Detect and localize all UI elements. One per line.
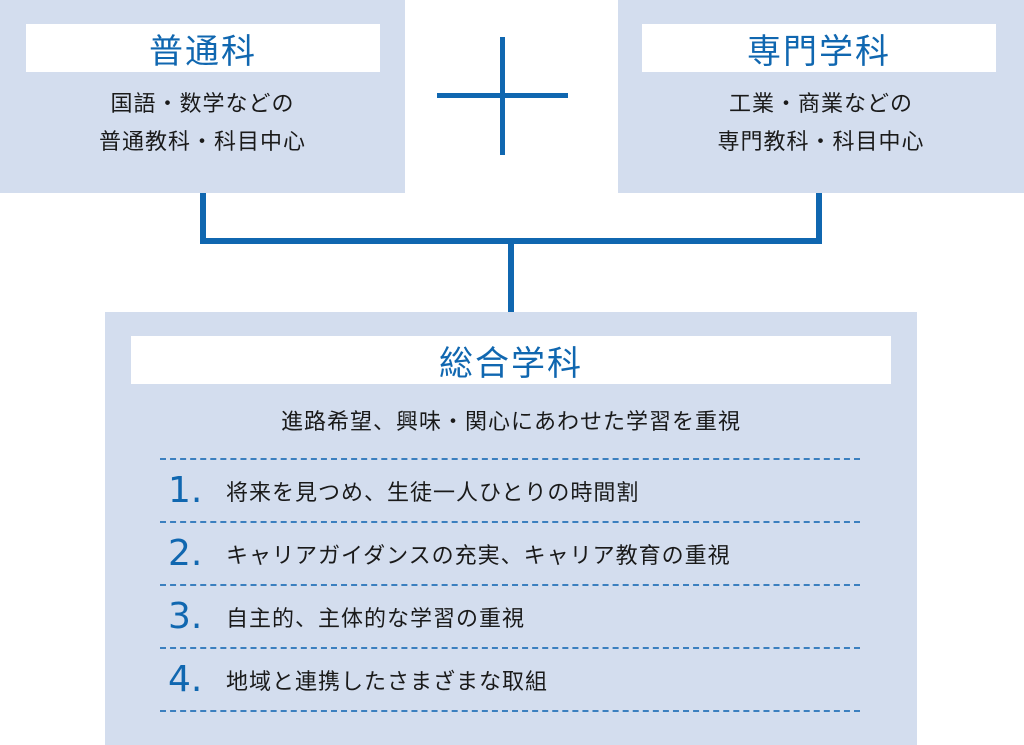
connector-left-vertical	[200, 193, 206, 243]
feature-text: キャリアガイダンスの充実、キャリア教育の重視	[226, 543, 731, 569]
specialized-course-box: 専門学科 工業・商業などの 専門教科・科目中心	[618, 0, 1024, 193]
general-course-description: 国語・数学などの 普通教科・科目中心	[0, 86, 405, 162]
connector-center-vertical	[508, 238, 514, 312]
divider	[160, 710, 860, 712]
specialized-course-title: 専門学科	[642, 24, 996, 72]
general-course-desc-line2: 普通教科・科目中心	[98, 130, 306, 155]
general-course-box: 普通科 国語・数学などの 普通教科・科目中心	[0, 0, 405, 193]
comprehensive-course-title: 総合学科	[131, 336, 891, 384]
feature-list-item: 1. 将来を見つめ、生徒一人ひとりの時間割	[160, 459, 860, 522]
divider	[160, 647, 860, 649]
feature-number: 4.	[168, 659, 203, 700]
specialized-course-desc-line2: 専門教科・科目中心	[717, 130, 925, 155]
connector-right-vertical	[816, 193, 822, 243]
comprehensive-course-intro: 進路希望、興味・関心にあわせた学習を重視	[280, 410, 741, 435]
feature-list-item: 3. 自主的、主体的な学習の重視	[160, 585, 860, 648]
feature-text: 将来を見つめ、生徒一人ひとりの時間割	[226, 480, 640, 506]
divider	[160, 521, 860, 523]
general-course-desc-line1: 国語・数学などの	[110, 92, 295, 117]
feature-text: 地域と連携したさまざまな取組	[226, 669, 549, 695]
specialized-course-description: 工業・商業などの 専門教科・科目中心	[618, 86, 1024, 162]
feature-list-item: 4. 地域と連携したさまざまな取組	[160, 648, 860, 711]
plus-icon-vertical	[500, 37, 505, 155]
specialized-course-desc-line1: 工業・商業などの	[728, 92, 913, 117]
feature-text: 自主的、主体的な学習の重視	[226, 606, 526, 632]
feature-number: 1.	[168, 470, 203, 511]
feature-number: 3.	[168, 596, 203, 637]
general-course-title: 普通科	[26, 24, 380, 72]
feature-number: 2.	[168, 533, 203, 574]
divider	[160, 458, 860, 460]
divider	[160, 584, 860, 586]
comprehensive-course-box: 総合学科 進路希望、興味・関心にあわせた学習を重視	[105, 312, 917, 745]
feature-list-item: 2. キャリアガイダンスの充実、キャリア教育の重視	[160, 522, 860, 585]
